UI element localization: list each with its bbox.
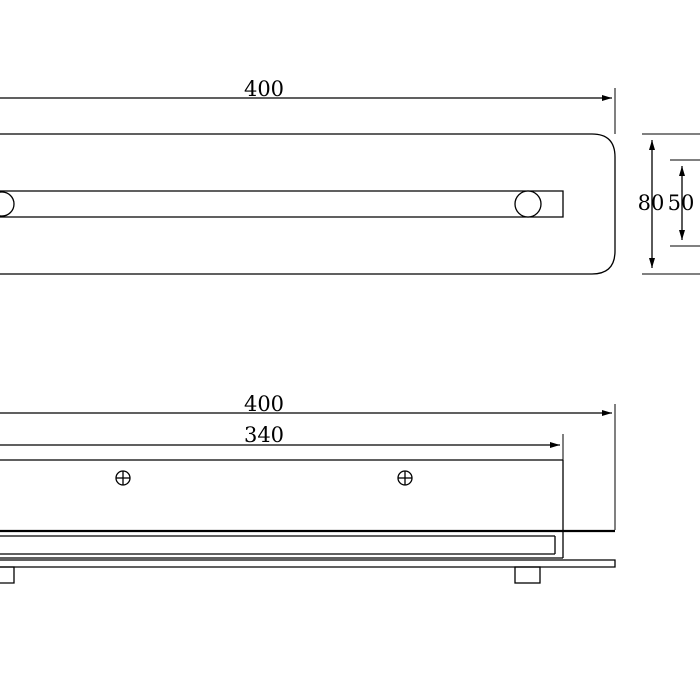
right-foot: [514, 566, 541, 584]
base-plate: [0, 559, 616, 568]
left-screw-icon: [115, 470, 131, 486]
left-end-cap-circle: [0, 191, 15, 217]
right-end-cap-circle: [514, 190, 542, 218]
top-plate-outline: [0, 133, 616, 275]
front-view-length-label: 400: [244, 392, 284, 416]
right-screw-icon: [397, 470, 413, 486]
spacing-label: 50: [668, 191, 695, 215]
front-view: [0, 404, 616, 584]
left-foot: [0, 566, 15, 584]
top-view-length-label: 400: [244, 77, 284, 101]
top-rail-bar: [0, 190, 564, 218]
top-view: [0, 88, 700, 275]
depth-label: 80: [638, 191, 665, 215]
bar-length-label: 340: [244, 423, 284, 447]
